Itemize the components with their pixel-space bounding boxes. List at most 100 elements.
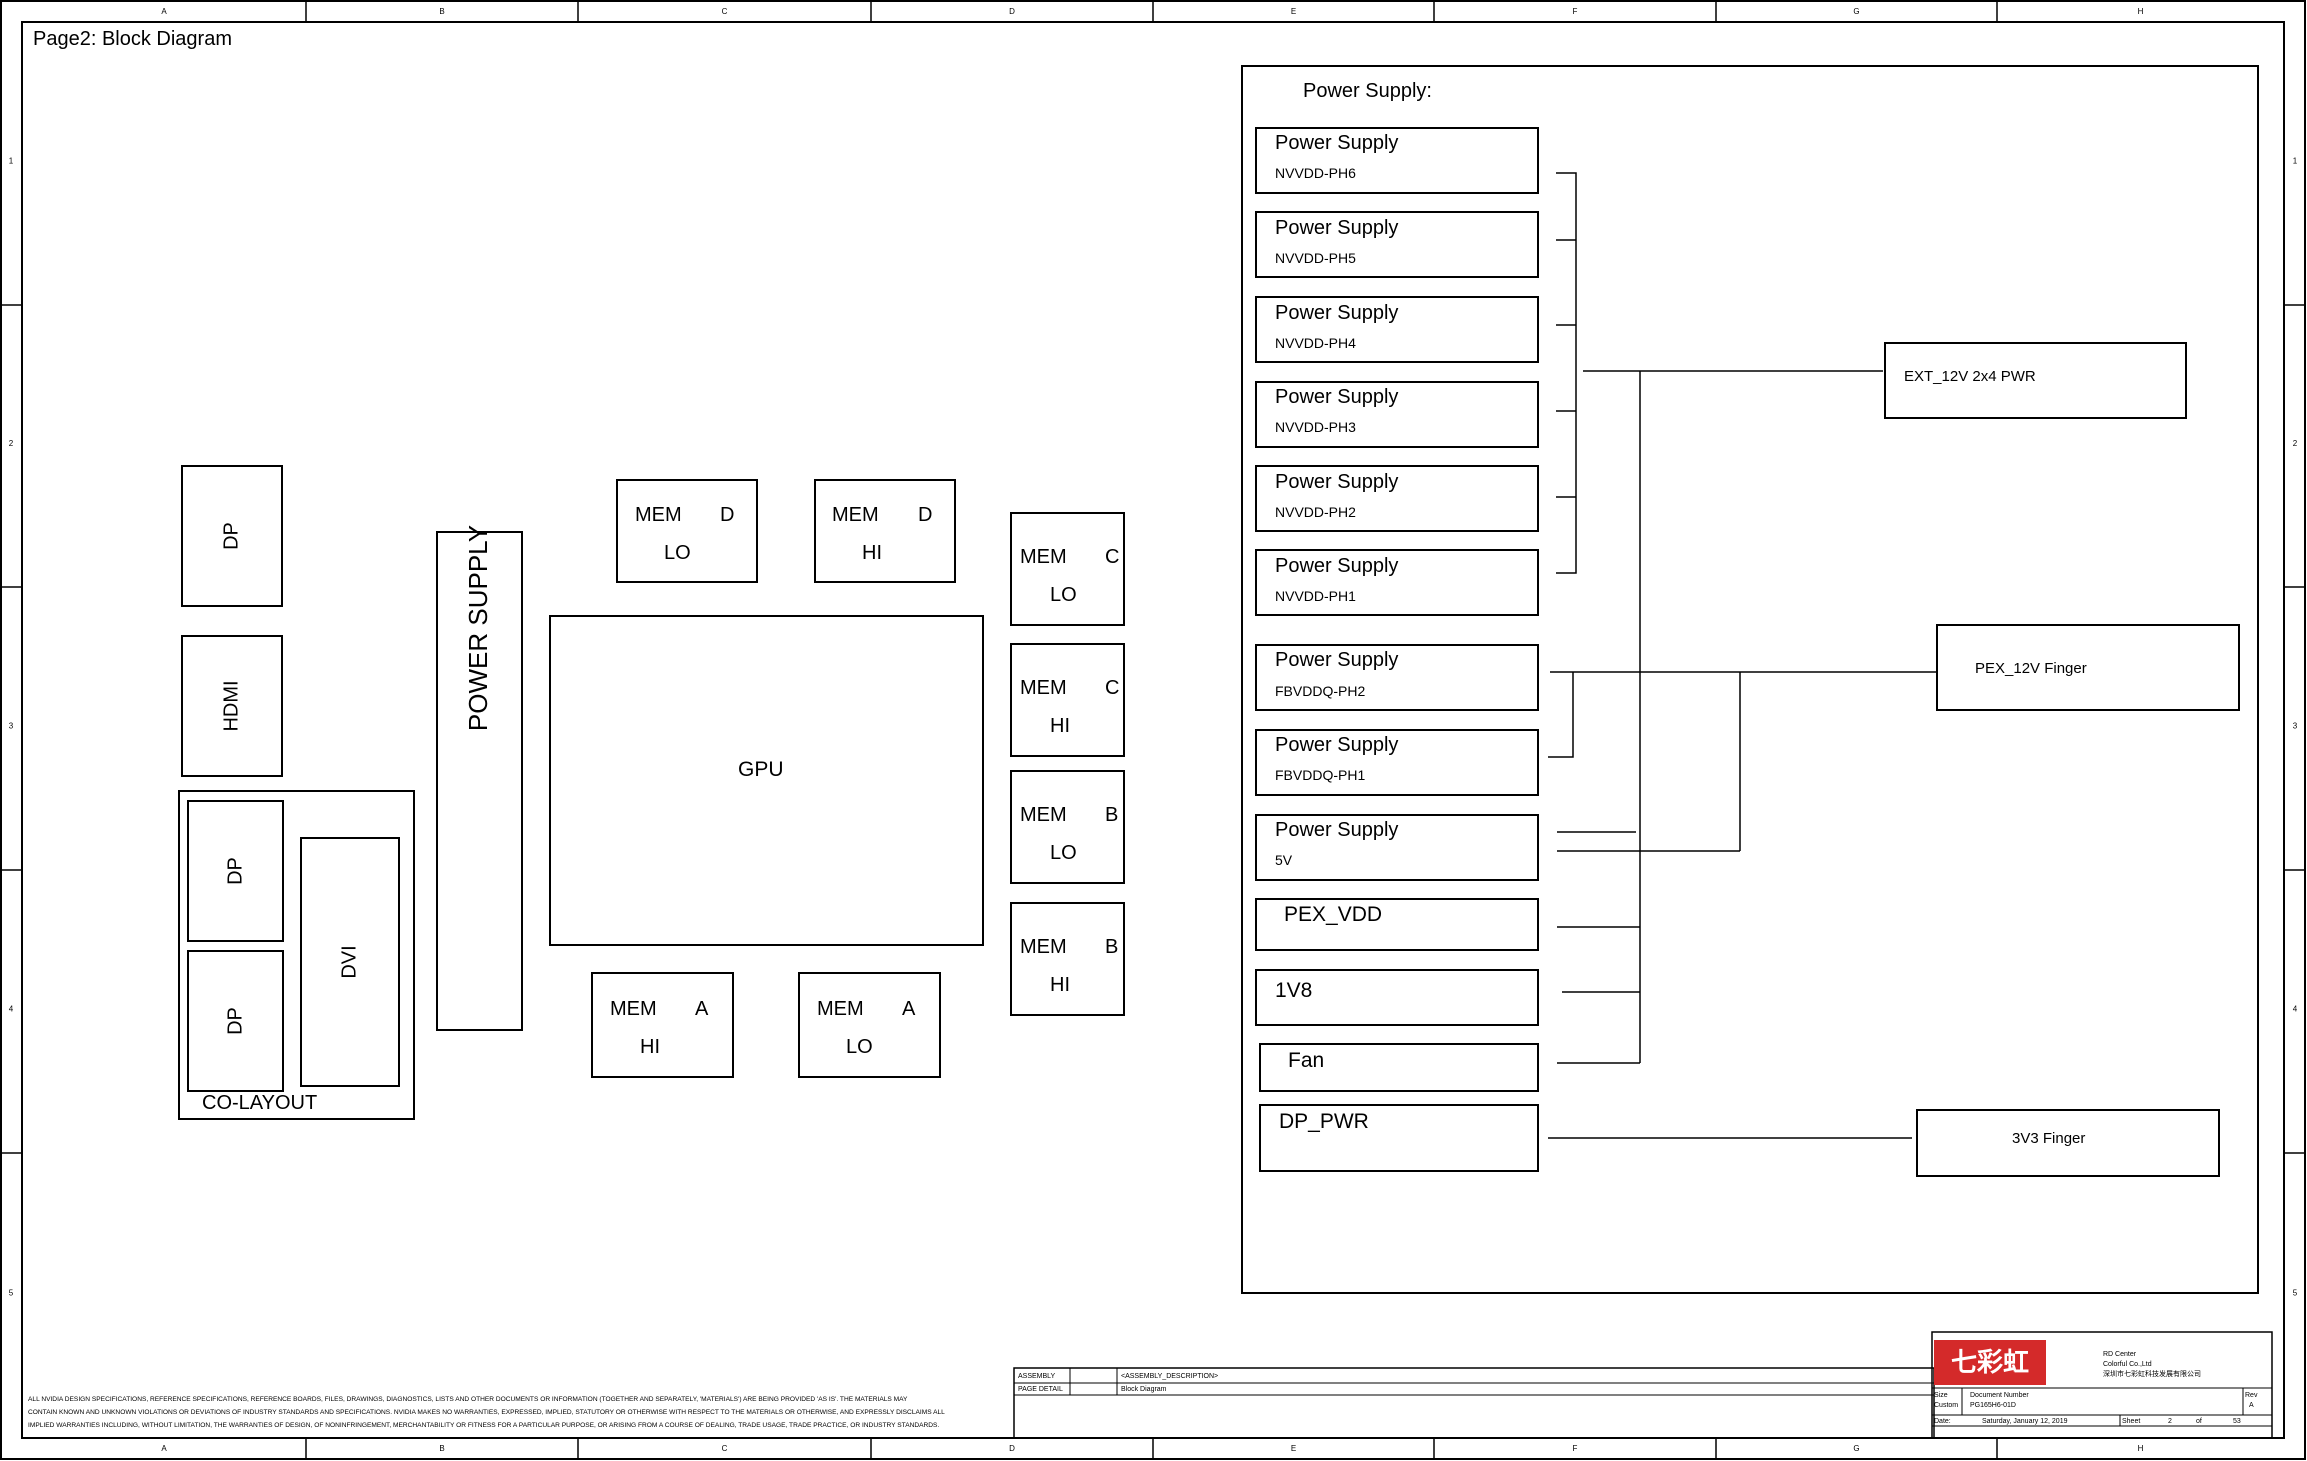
logo-text: 七彩虹 — [1951, 1347, 2029, 1377]
rail-fbvddq-ph1-box — [1255, 729, 1539, 796]
gpu-box — [549, 615, 984, 946]
rail-nvvdd-ph6-name: Power Supply — [1275, 132, 1398, 154]
power-wiring — [1548, 172, 1937, 1139]
gpu-label: GPU — [738, 758, 784, 781]
column-label: C — [722, 7, 728, 16]
dp-a-box — [187, 800, 284, 942]
company-line-1: RD Center — [2103, 1351, 2137, 1358]
document-number-value: PG165H6-01D — [1970, 1402, 2016, 1409]
power-panel-frame — [1241, 65, 2259, 1294]
ext-12v-label: EXT_12V 2x4 PWR — [1904, 368, 2036, 385]
mem-b-hi-channel: B — [1105, 936, 1118, 958]
inner-frame — [21, 21, 2285, 1439]
date-label: Date: — [1934, 1418, 1951, 1425]
column-label: C — [722, 1444, 728, 1453]
dp-b-label: DP — [224, 1007, 246, 1035]
column-label: A — [161, 7, 167, 16]
assembly-block: ASSEMBLY PAGE DETAIL <ASSEMBLY_DESCRIPTI… — [1013, 1367, 1935, 1439]
row-label: 3 — [9, 722, 14, 731]
rev-label: Rev — [2245, 1392, 2258, 1399]
rail-fan-name: Fan — [1288, 1049, 1324, 1072]
document-number-label: Document Number — [1970, 1392, 2029, 1399]
rail-5v-sub: 5V — [1275, 852, 1293, 868]
rail-nvvdd-ph5-name: Power Supply — [1275, 217, 1398, 239]
rail-fbvddq-ph2-box — [1255, 644, 1539, 711]
mem-b-hi-label: MEM — [1020, 936, 1067, 958]
mem-a-lo-channel: A — [902, 998, 916, 1020]
sheet-total: 53 — [2233, 1418, 2241, 1425]
company-line-2: Colorful Co.,Ltd — [2103, 1361, 2152, 1368]
rail-1v8-name: 1V8 — [1275, 979, 1312, 1002]
rail-dp-pwr-box — [1259, 1104, 1539, 1172]
mem-c-hi-channel: C — [1105, 677, 1119, 699]
mem-a-hi-box — [591, 972, 734, 1078]
rail-pex-vdd-name: PEX_VDD — [1284, 903, 1382, 926]
mem-d-lo-box — [616, 479, 758, 583]
dvi-label: DVI — [338, 945, 360, 978]
mem-d-lo-sub: LO — [664, 542, 691, 564]
column-label: F — [1573, 1444, 1578, 1453]
mem-a-lo-box — [798, 972, 941, 1078]
page-title: Page2: Block Diagram — [33, 28, 232, 50]
sheet-number: 2 — [2168, 1418, 2172, 1425]
v3-finger-box — [1916, 1109, 2220, 1177]
rail-nvvdd-ph2-name: Power Supply — [1275, 471, 1398, 493]
dp-b-box — [187, 950, 284, 1092]
mem-b-lo-channel: B — [1105, 804, 1118, 826]
row-label: 1 — [9, 157, 14, 166]
title-block-frame — [1931, 1331, 2273, 1439]
mem-d-hi-channel: D — [918, 504, 932, 526]
rev-value: A — [2249, 1402, 2254, 1409]
rail-nvvdd-ph3-sub: NVVDD-PH3 — [1275, 419, 1356, 435]
dp-top-label: DP — [220, 522, 242, 550]
mem-b-lo-box — [1010, 770, 1125, 884]
column-label: E — [1291, 1444, 1296, 1453]
column-label: H — [2138, 7, 2144, 16]
rail-nvvdd-ph3-box — [1255, 381, 1539, 448]
pex-12v-label: PEX_12V Finger — [1975, 660, 2087, 677]
column-label: E — [1291, 7, 1296, 16]
ext-12v-box — [1884, 342, 2187, 419]
sheet-of: of — [2196, 1418, 2202, 1425]
rail-nvvdd-ph3-name: Power Supply — [1275, 386, 1398, 408]
column-label: D — [1009, 7, 1015, 16]
mem-c-lo-box — [1010, 512, 1125, 626]
rail-nvvdd-ph4-box — [1255, 296, 1539, 363]
mem-a-hi-sub: HI — [640, 1036, 660, 1058]
rail-fbvddq-ph2-name: Power Supply — [1275, 649, 1398, 671]
power-panel: Power Supply: Power Supply NVVDD-PH6 Pow… — [1241, 65, 2259, 1294]
row-label: 2 — [9, 439, 14, 448]
company-logo — [1934, 1340, 2046, 1385]
gpu-block-group: POWER SUPPLY GPU MEM D LO MEM D HI MEM C… — [436, 479, 1125, 1078]
dp-a-label: DP — [224, 857, 246, 885]
rail-dp-pwr-name: DP_PWR — [1279, 1110, 1369, 1133]
rail-5v-box — [1255, 814, 1539, 881]
page-detail-description: Block Diagram — [1121, 1386, 1167, 1393]
rail-nvvdd-ph1-sub: NVVDD-PH1 — [1275, 588, 1356, 604]
mem-c-hi-label: MEM — [1020, 677, 1067, 699]
column-label: G — [1853, 1444, 1859, 1453]
page-detail-label: PAGE DETAIL — [1018, 1386, 1063, 1393]
rail-nvvdd-ph5-sub: NVVDD-PH5 — [1275, 250, 1356, 266]
rail-fbvddq-ph1-name: Power Supply — [1275, 734, 1398, 756]
size-label: Size — [1934, 1392, 1948, 1399]
v3-finger-label: 3V3 Finger — [2012, 1130, 2085, 1147]
mem-b-lo-sub: LO — [1050, 842, 1077, 864]
hdmi-box — [181, 635, 283, 777]
mem-a-hi-channel: A — [695, 998, 709, 1020]
mem-a-lo-sub: LO — [846, 1036, 873, 1058]
mem-a-lo-label: MEM — [817, 998, 864, 1020]
mem-b-hi-sub: HI — [1050, 974, 1070, 996]
column-label: B — [439, 7, 444, 16]
column-label: A — [161, 1444, 167, 1453]
power-panel-title: Power Supply: — [1303, 80, 1432, 102]
rail-nvvdd-ph5-box — [1255, 211, 1539, 278]
row-label: 2 — [2293, 439, 2298, 448]
mem-d-hi-box — [814, 479, 956, 583]
mem-c-lo-sub: LO — [1050, 584, 1077, 606]
company-line-3: 深圳市七彩虹科技发展有限公司 — [2103, 1369, 2201, 1378]
mem-d-lo-label: MEM — [635, 504, 682, 526]
column-label: D — [1009, 1444, 1015, 1453]
